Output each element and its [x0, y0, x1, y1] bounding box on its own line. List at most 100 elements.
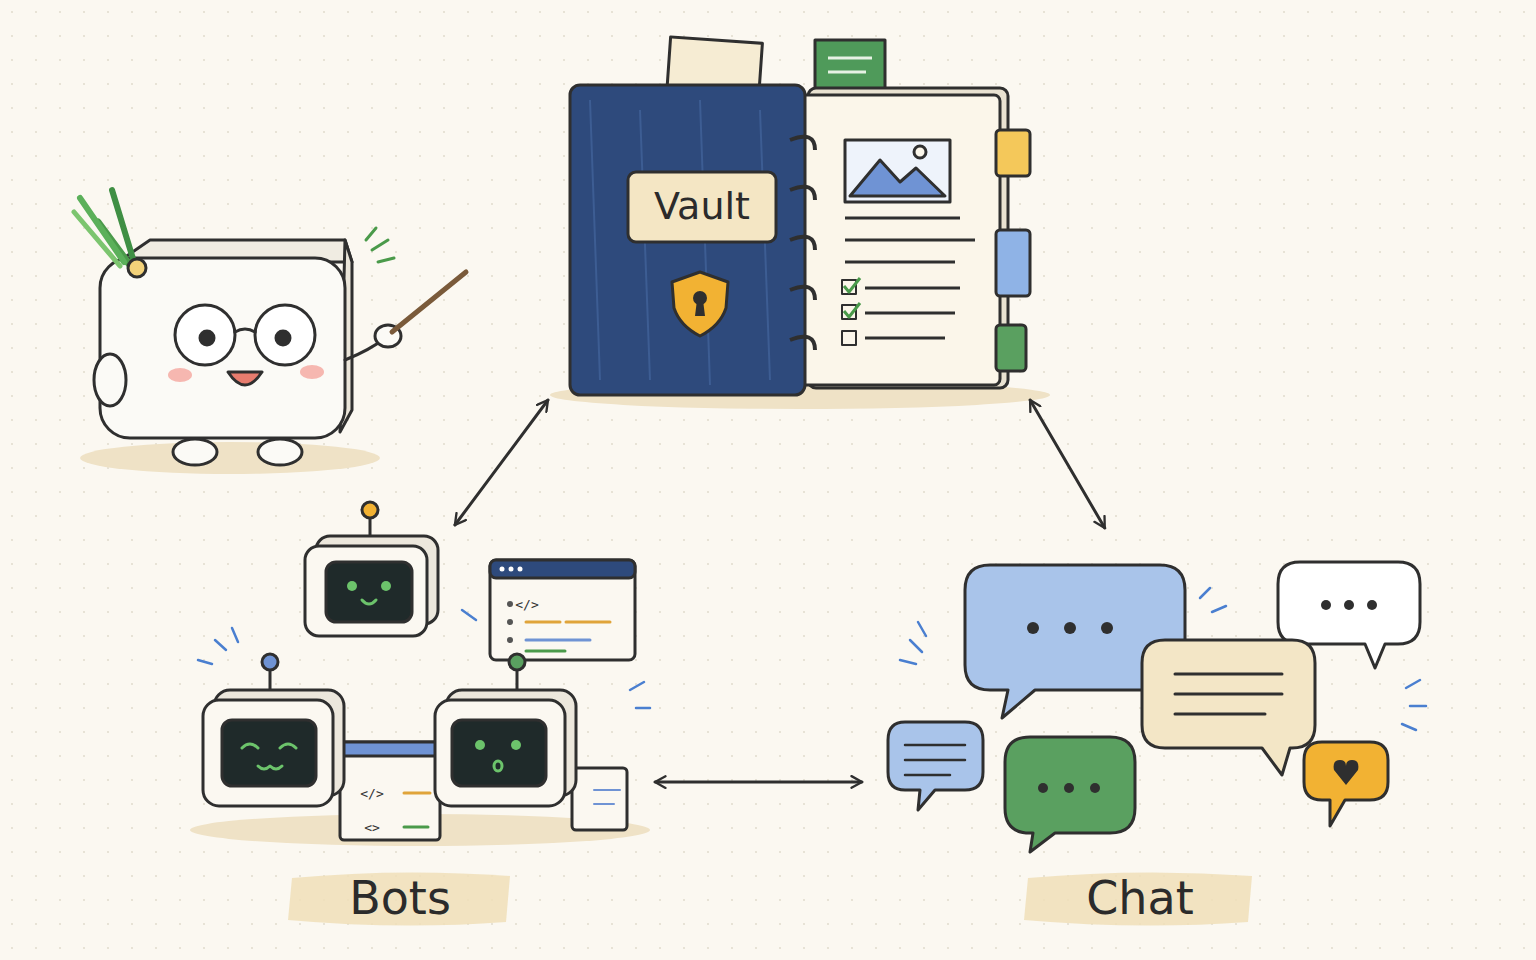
code-glyph: <> [364, 820, 380, 835]
tofu-character-part [366, 228, 376, 240]
double-arrow [655, 780, 862, 783]
vault-book-part [845, 218, 975, 338]
vault-book-part [672, 272, 728, 336]
chat-cluster-part [1334, 760, 1359, 785]
node-label: Vault [654, 186, 750, 228]
vault-book-part [996, 325, 1026, 371]
tofu-character-part [255, 305, 315, 365]
vault-book-part [914, 146, 926, 158]
tofu-character-part [94, 354, 126, 406]
vault-book-part [628, 172, 776, 242]
node-label: Bots [349, 873, 451, 924]
bots-cluster-part [509, 567, 514, 572]
tofu-character-part [100, 258, 345, 438]
chat-cluster-part [1005, 737, 1135, 852]
vault-book-part [996, 130, 1030, 176]
bots-cluster-part [490, 560, 635, 578]
bots-cluster-part [452, 720, 546, 786]
bots-cluster-part [507, 619, 513, 625]
vault-book-part [844, 278, 860, 317]
chat-group: Chat [862, 528, 1440, 935]
chat-cluster-part [1101, 622, 1113, 634]
bots-cluster-part [242, 744, 296, 748]
tofu-character-part [173, 439, 217, 465]
bots-cluster-part [381, 581, 391, 591]
tofu-character-part [258, 439, 302, 465]
chat-cluster-part [1367, 600, 1377, 610]
double-arrow [455, 400, 548, 525]
chat-cluster-part [1304, 742, 1388, 826]
chat-cluster-part [1027, 622, 1039, 634]
bots-cluster-part [435, 700, 565, 806]
chat-cluster-part [888, 722, 983, 810]
bots-cluster-part [500, 567, 505, 572]
bots-cluster-part [262, 654, 278, 670]
vault-book-part [828, 58, 872, 72]
bots-cluster-part [526, 650, 565, 653]
bots-cluster-part [362, 502, 378, 518]
vault-book-part [842, 331, 856, 345]
tofu-character-part [228, 372, 262, 385]
bots-cluster-part [526, 639, 590, 642]
vault-book-part-part [790, 187, 815, 200]
bots-cluster-part [475, 740, 485, 750]
bots-cluster-part [572, 768, 627, 830]
bots-cluster-part [507, 601, 513, 607]
vault-book-part-part [790, 237, 815, 250]
bots-highlight [288, 872, 510, 925]
vault-book-part-part [790, 337, 815, 350]
bots-cluster-part [305, 546, 427, 636]
chat-cluster-part [1321, 600, 1331, 610]
vault-book-part-part [790, 137, 815, 150]
bots-cluster-part [526, 621, 610, 624]
tofu-character-part [74, 212, 120, 266]
bots-group: Bots [195, 525, 655, 935]
chat-highlight [1024, 872, 1252, 925]
bots-cluster-part [630, 682, 650, 708]
vault-book-part [996, 230, 1030, 296]
chat-cluster-part [1402, 680, 1426, 730]
vault-book-part [845, 140, 950, 202]
bots-cluster-part [340, 742, 440, 840]
tofu-character-part [128, 259, 146, 277]
bots-cluster-part [222, 720, 316, 786]
vault-book-part-part [790, 287, 815, 300]
bots-cluster-part [509, 654, 525, 670]
chat-cluster-part [1200, 588, 1226, 612]
node-label: Chat [1086, 873, 1194, 924]
chat-cluster-part [905, 745, 965, 775]
bots-cluster-part [203, 700, 333, 806]
tofu-character-part [392, 272, 466, 332]
bots-cluster-part [198, 628, 238, 664]
bots-cluster-part [404, 826, 428, 829]
tofu-character-part [276, 331, 290, 345]
chat-cluster-part [1142, 640, 1315, 775]
bots-cluster-part [347, 581, 357, 591]
bots-cluster-part [518, 567, 523, 572]
tofu-character-part [235, 329, 255, 332]
bots-cluster-part [258, 766, 282, 769]
vault-book: Vault [545, 30, 1040, 400]
tofu-character-part [200, 331, 214, 345]
bots-cluster-part [594, 790, 620, 804]
vault-book-part [800, 95, 1000, 385]
chat-cluster-part [1344, 600, 1354, 610]
vault-book-part [790, 137, 815, 350]
bots-cluster-part [507, 637, 513, 643]
chat-cluster [888, 562, 1426, 852]
bots-cluster [190, 502, 650, 846]
bots-cluster-part [326, 562, 412, 622]
bots-cluster-part [362, 600, 376, 604]
chat-cluster-part [1175, 674, 1282, 714]
bots-cluster-part [462, 610, 476, 620]
bots-cluster-part [490, 560, 635, 660]
tofu-character-part [175, 305, 235, 365]
chat-cluster-part [1064, 783, 1074, 793]
tofu-character-part [80, 442, 380, 474]
tofu-character-part [300, 365, 324, 379]
